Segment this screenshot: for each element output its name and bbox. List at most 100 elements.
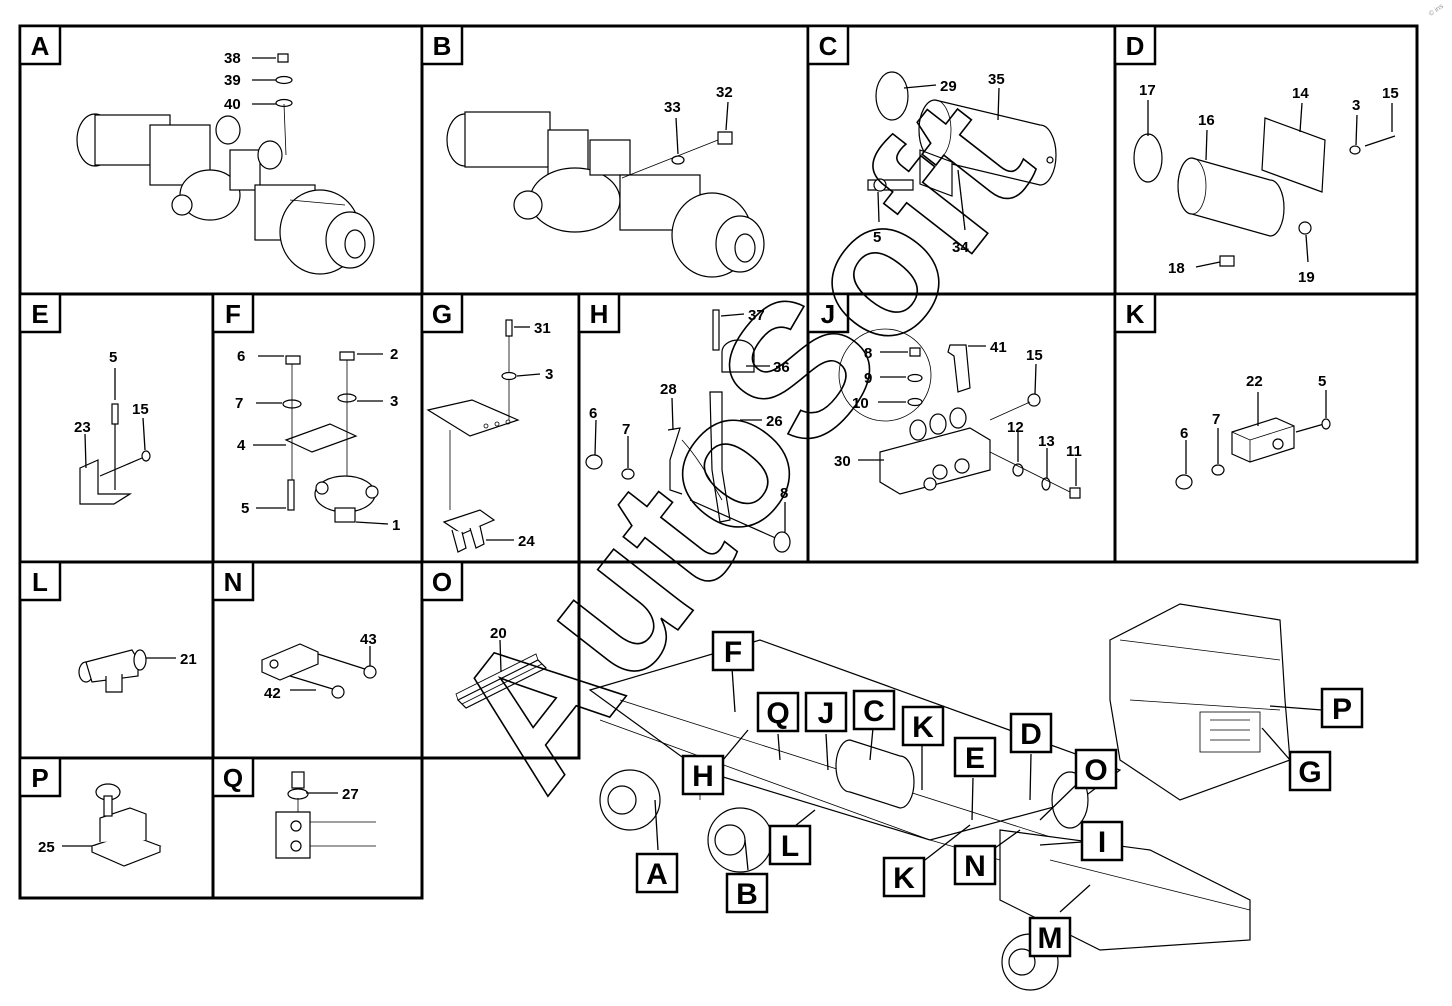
block-k-drawing [1175,417,1331,490]
valve-block-j-drawing [838,328,1081,499]
callouts-panel-g: 31 3 24 [486,320,553,550]
svg-text:35: 35 [988,71,1005,88]
panel-k-tag: K [1113,292,1157,334]
svg-text:5: 5 [109,349,117,366]
svg-text:6: 6 [1180,425,1188,442]
tee-fitting-l-drawing [78,649,147,693]
overview-marker-i: I [1080,820,1124,862]
svg-text:D: D [1020,718,1042,751]
svg-text:O: O [1084,754,1107,787]
valve-f-drawing [282,351,379,523]
panel-f-tag: F [211,292,255,334]
svg-text:E: E [31,299,48,329]
panel-o-tag: O [420,560,464,602]
svg-text:29: 29 [940,78,957,95]
callouts-panel-l: 21 [146,651,197,668]
svg-text:8: 8 [864,345,872,362]
svg-text:22: 22 [1246,373,1263,390]
tank-d-drawing [1133,117,1396,267]
callouts-panel-n: 43 42 [264,631,377,702]
panel-b-tag: B [420,24,464,66]
svg-text:1: 1 [392,517,400,534]
svg-text:H: H [590,299,609,329]
svg-text:39: 39 [224,72,241,89]
svg-text:B: B [433,31,452,61]
overview-marker-f: F [711,630,755,672]
plate-g-drawing [426,319,520,553]
svg-text:H: H [692,760,714,793]
svg-text:8: 8 [780,485,788,502]
control-knob-p-drawing [90,783,162,867]
svg-text:J: J [818,697,835,730]
svg-text:F: F [225,299,241,329]
svg-text:M: M [1038,922,1063,955]
overview-marker-g: G [1288,750,1332,792]
svg-text:N: N [964,850,986,883]
svg-text:24: 24 [518,533,535,550]
svg-text:5: 5 [873,229,881,246]
overview-marker-o: O [1074,748,1118,790]
callouts-panel-e: 5 15 23 [74,349,149,469]
overview-marker-b: B [725,872,769,914]
panel-e-frame [18,292,215,564]
callouts-panel-f: 6 2 7 3 4 5 1 [235,346,400,534]
svg-text:Q: Q [766,697,789,730]
svg-text:Q: Q [223,763,243,793]
panel-a-tag: A [18,24,62,66]
callouts-panel-o: 20 [490,625,507,673]
svg-text:4: 4 [237,437,246,454]
svg-text:K: K [893,862,915,895]
svg-text:2: 2 [390,346,398,363]
overview-marker-n: N [953,844,997,886]
svg-text:J: J [821,299,835,329]
svg-text:41: 41 [990,339,1007,356]
svg-text:14: 14 [1292,85,1309,102]
panel-n-tag: N [211,560,255,602]
svg-text:13: 13 [1038,433,1055,450]
svg-text:9: 9 [864,370,872,387]
svg-text:6: 6 [237,348,245,365]
panel-c-tag: C [806,24,850,66]
svg-text:15: 15 [132,401,149,418]
svg-text:F: F [724,636,742,669]
svg-text:40: 40 [224,96,241,113]
overview-marker-m: M [1028,916,1072,958]
svg-text:5: 5 [241,500,249,517]
svg-text:38: 38 [224,50,241,67]
axle-b-drawing [446,111,765,278]
svg-text:34: 34 [952,239,969,256]
svg-text:33: 33 [664,99,681,116]
svg-text:23: 23 [74,419,91,436]
svg-text:I: I [1098,826,1106,859]
bulkhead-q-drawing [275,771,376,859]
clamp-h-drawing [585,309,791,553]
svg-text:15: 15 [1382,85,1399,102]
corner-mark: © ins [1427,2,1445,18]
svg-text:12: 12 [1007,419,1024,436]
callouts-panel-c: 29 35 5 34 [873,71,1005,256]
svg-text:43: 43 [360,631,377,648]
overview-leaders [654,667,1323,913]
svg-text:32: 32 [716,84,733,101]
svg-text:P: P [1332,693,1352,726]
callouts-panel-h: 37 36 28 26 6 7 8 [589,307,790,532]
panel-j-frame [806,292,1117,564]
svg-text:15: 15 [1026,347,1043,364]
panel-d-tag: D [1113,24,1157,66]
svg-text:31: 31 [534,320,551,337]
svg-text:25: 25 [38,839,55,856]
panel-g-tag: G [420,292,464,334]
svg-text:5: 5 [1318,373,1326,390]
axle-a-drawing [76,113,375,275]
svg-text:3: 3 [1352,97,1360,114]
panel-e-tag: E [18,292,62,334]
svg-text:G: G [1298,756,1321,789]
panel-p-tag: P [18,756,62,798]
svg-text:30: 30 [834,453,851,470]
callouts-panel-p: 25 [38,839,92,856]
svg-text:C: C [863,695,885,728]
svg-text:3: 3 [545,366,553,383]
overview-marker-c: C [852,689,896,731]
svg-text:E: E [965,742,985,775]
overview-marker-e: E [953,736,997,778]
